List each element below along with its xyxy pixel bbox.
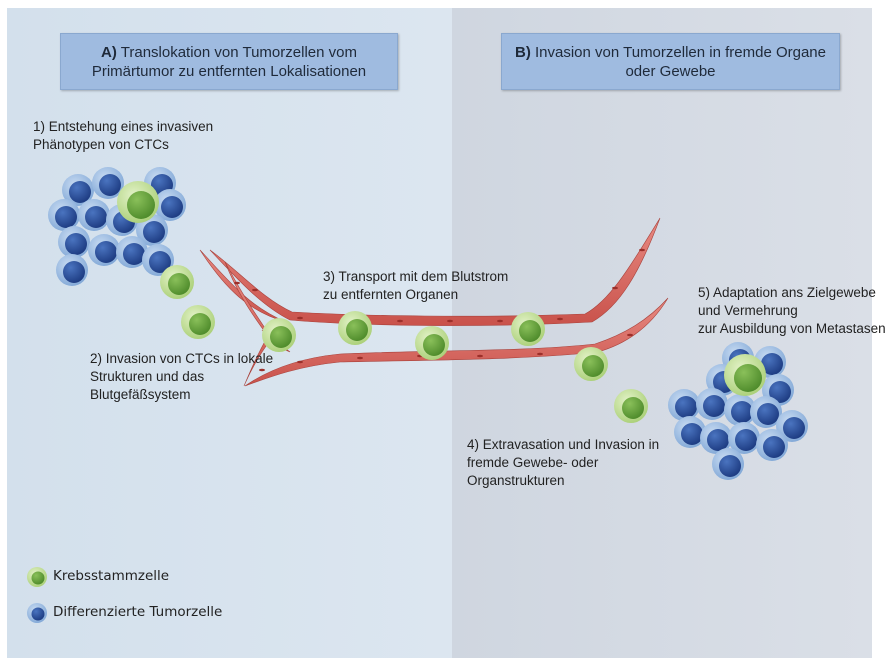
tumor-cell: [724, 394, 756, 426]
legend-diff-label: Differenzierte Tumorzelle: [53, 604, 223, 620]
metastasis-cluster: [668, 342, 808, 480]
step-2-label: 2) Invasion von CTCs in lokale Strukture…: [90, 351, 274, 402]
stem-cell: [614, 389, 648, 423]
step-4-label: 4) Extravasation und Invasion in fremde …: [467, 437, 660, 488]
tumor-cell: [78, 199, 110, 231]
legend-stem-label: Krebsstammzelle: [53, 568, 170, 584]
vessel-upper: [209, 217, 661, 326]
vessel-nuclei: [234, 248, 645, 372]
stem-cell-large: [724, 354, 766, 396]
stem-cell: [160, 265, 194, 299]
vessel-lower-left-branch: [224, 261, 273, 387]
header-b: B) Invasion von Tumorzellen in fremde Or…: [501, 33, 840, 90]
tumor-cell: [142, 244, 174, 276]
tumor-cell: [754, 346, 786, 378]
tumor-cell: [696, 388, 728, 420]
tumor-cell: [62, 174, 94, 206]
legend-diff-symbol: [27, 603, 47, 623]
tumor-cell: [92, 167, 124, 199]
stem-cell: [262, 318, 296, 352]
tumor-cell: [750, 396, 782, 428]
tumor-cell: [58, 226, 90, 258]
stem-cell: [181, 305, 215, 339]
tumor-cell: [776, 410, 808, 442]
tumor-cell: [116, 236, 148, 268]
tumor-cell: [668, 389, 700, 421]
step-3-label: 3) Transport mit dem Blutstrom zu entfer…: [323, 269, 509, 302]
tumor-cell: [674, 416, 706, 448]
stem-cell: [338, 311, 372, 345]
header-b-text: B) Invasion von Tumorzellen in fremde Or…: [502, 43, 839, 81]
header-a-body: Translokation von Tumorzellen vom Primär…: [91, 43, 367, 80]
header-b-prefix: B): [515, 43, 531, 61]
panel-a-background: [7, 8, 452, 658]
header-a-prefix: A): [101, 43, 117, 61]
tumor-cell: [154, 189, 186, 221]
tumor-cell: [728, 422, 760, 454]
tumor-cell: [88, 234, 120, 266]
tumor-cell: [712, 448, 744, 480]
tumor-cell: [700, 422, 732, 454]
tumor-cell: [56, 254, 88, 286]
vessel-upper-left-branch: [199, 249, 287, 323]
primary-tumor-cluster: [48, 167, 186, 286]
stem-cell: [511, 312, 545, 346]
circulating-stem-cells: [160, 265, 648, 423]
stem-cell-large: [117, 181, 159, 223]
header-b-body: Invasion von Tumorzellen in fremde Organ…: [535, 43, 826, 80]
step-1-label: 1) Entstehung eines invasiven Phänotypen…: [33, 119, 214, 152]
stem-cell: [415, 326, 449, 360]
stem-cell: [574, 347, 608, 381]
legend-stem-symbol: [27, 567, 47, 587]
tumor-cell: [756, 429, 788, 461]
header-a-text: A) Translokation von Tumorzellen vom Pri…: [61, 43, 397, 81]
tumor-cell: [48, 199, 80, 231]
vessel-lower: [244, 297, 669, 387]
header-a: A) Translokation von Tumorzellen vom Pri…: [60, 33, 398, 90]
